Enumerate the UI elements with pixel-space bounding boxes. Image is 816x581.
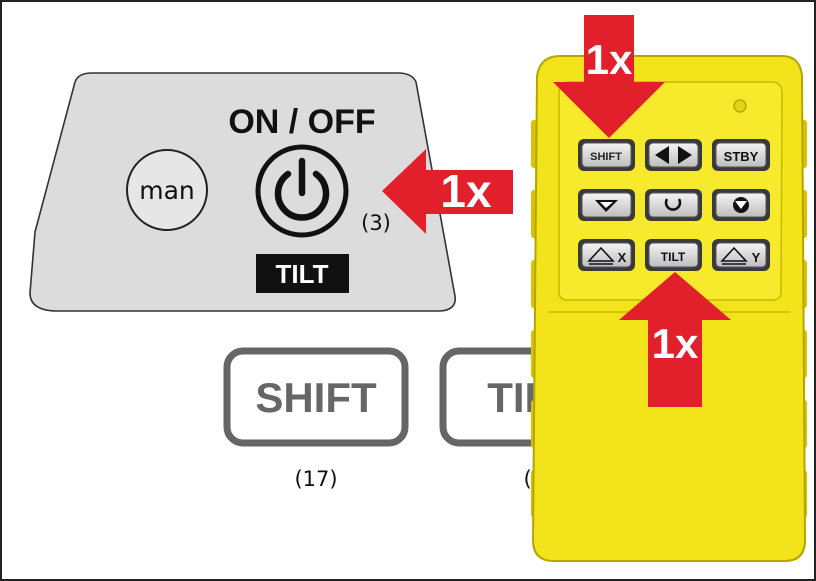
power-icon	[274, 157, 330, 221]
press-once-label-power: 1x	[440, 165, 492, 217]
remote-axis-y-button[interactable]: Y	[712, 239, 770, 271]
remote-control: SHIFT STBY	[531, 15, 807, 562]
press-once-arrow-power: 1x	[382, 149, 513, 234]
left-right-arrows-icon	[655, 146, 692, 164]
status-led	[733, 99, 747, 113]
remote-rotate-button[interactable]	[645, 189, 702, 221]
tilt-tag	[256, 254, 349, 293]
remote-stby-button[interactable]: STBY	[712, 139, 770, 171]
remote-left-right-button[interactable]	[645, 139, 702, 171]
tilt-tag-label: TILT	[276, 259, 329, 289]
rotate-icon	[664, 198, 682, 211]
instrument-panel: man ON / OFF TILT (3) 1x	[29, 72, 513, 312]
shift-key[interactable]	[223, 347, 409, 447]
press-once-label-tilt: 1x	[652, 320, 699, 367]
remote-shift-button[interactable]: SHIFT	[578, 139, 635, 171]
panel-housing	[29, 72, 457, 312]
remote-slope-down-button[interactable]	[578, 189, 635, 221]
press-once-label-shift: 1x	[586, 36, 633, 83]
shift-key-callout: SHIFT (17)	[223, 347, 409, 491]
remote-tilt-button[interactable]: TILT	[645, 239, 702, 271]
remote-axis-x-button[interactable]: X	[578, 239, 635, 271]
remote-slope-up-button[interactable]	[712, 189, 770, 221]
shift-key-reference: (17)	[294, 467, 337, 491]
axis-y-icon	[720, 246, 748, 265]
man-button[interactable]	[126, 149, 208, 231]
slope-down-icon	[595, 200, 618, 212]
press-once-arrow-tilt: 1x	[619, 272, 731, 407]
slope-up-icon	[733, 197, 749, 213]
shift-key-label: SHIFT	[255, 374, 377, 421]
remote-shift-label: SHIFT	[590, 151, 622, 163]
man-label: man	[139, 176, 195, 205]
remote-stby-label: STBY	[724, 149, 759, 164]
remote-axis-y-label: Y	[752, 250, 761, 265]
axis-x-icon	[587, 246, 615, 265]
power-reference: (3)	[361, 211, 391, 235]
remote-axis-x-label: X	[618, 250, 627, 265]
remote-tilt-label: TILT	[661, 250, 686, 264]
press-once-arrow-shift: 1x	[553, 15, 665, 138]
on-off-label: ON / OFF	[228, 103, 375, 141]
